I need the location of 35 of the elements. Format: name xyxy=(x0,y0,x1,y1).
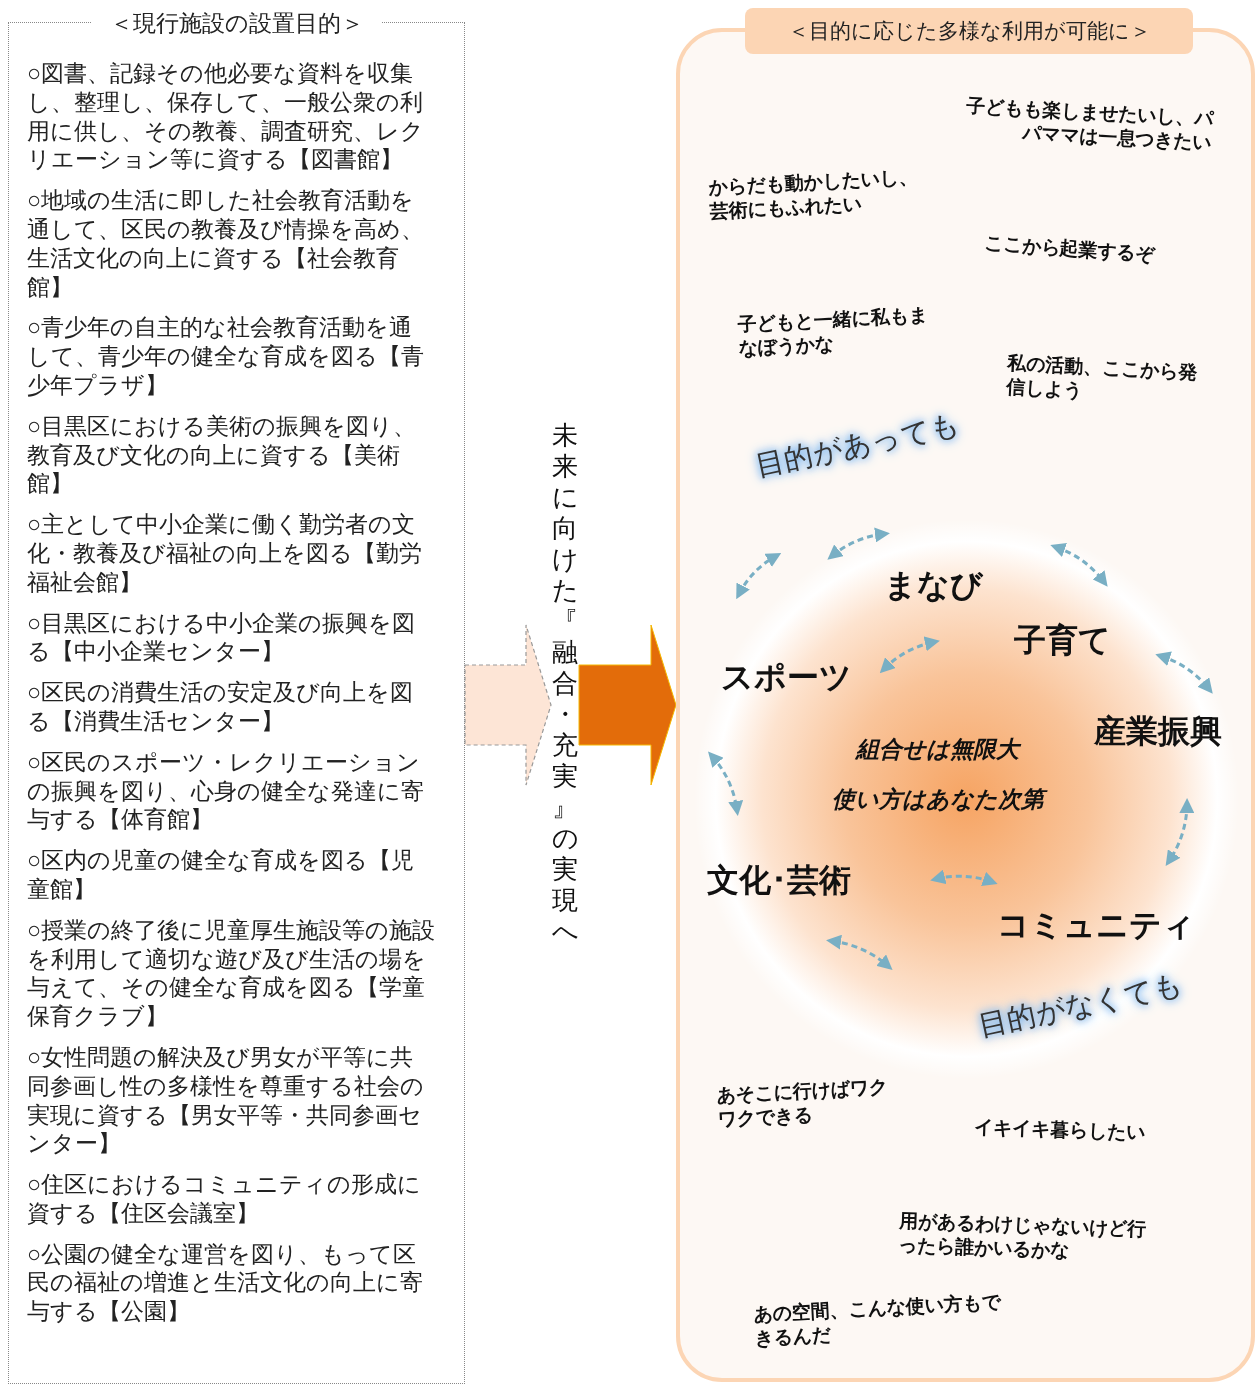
category-word: コミュニティ xyxy=(997,905,1195,946)
block-arrow xyxy=(578,624,677,786)
purpose-paragraph: ○住区におけるコミュニティの形成に資する【住区会議室】 xyxy=(27,1170,423,1228)
purpose-paragraph: ○授業の終了後に児童厚生施設等の施設を利用して適切な遊び及び生活の場を与えて、その健全な育成を図る【学童保育クラブ】 xyxy=(27,915,436,1031)
purpose-paragraph: ○区民の消費生活の安定及び向上を図る【消費生活センター】 xyxy=(27,678,415,736)
purpose-paragraph: ○主として中小企業に働く勤労者の文化・教養及び福祉の向上を図る【勤労福祉会館】 xyxy=(27,510,423,597)
speech-text: あそこに行けばワクワクできる xyxy=(716,1074,889,1131)
speech-text: 子どもも楽しませたいし、パパママは一息つきたい xyxy=(964,92,1214,154)
category-word: 文化･芸術 xyxy=(707,860,851,901)
panel-heading: ＜現行施設の設置目的＞ xyxy=(91,11,382,36)
purpose-paragraph: ○公園の健全な運営を図り、もって区民の福祉の増進と生活文化の向上に寄与する【公園】 xyxy=(27,1239,424,1327)
purpose-paragraph: ○区内の児童の健全な育成を図る【児童館】 xyxy=(27,846,416,904)
speech-text: からだも動かしたいし、芸術にもふれたい xyxy=(708,164,919,223)
category-word: 産業振興 xyxy=(1094,711,1222,752)
purpose-paragraph: ○図書、記録その他必要な資料を収集し、整理し、保存して、一般公衆の利用に供し、その教養、調査研究、レクリエーション等に資する【図書館】 xyxy=(27,59,425,175)
purpose-paragraph: ○地域の生活に即した社会教育活動を通して、区民の教養及び情操を高め、生活文化の向上に資する【社会教育館】 xyxy=(27,186,425,302)
speech-text: イキイキ暮らしたい xyxy=(974,1114,1146,1144)
glow-text: 目的がなくても xyxy=(975,965,1187,1046)
purpose-paragraph: ○区民のスポーツ・レクリエーションの振興を図り、心身の健全な発達に寄与する【体育館】 xyxy=(27,747,425,835)
purpose-paragraph: ○青少年の自主的な社会教育活動を通して、青少年の健全な育成を図る【青少年プラザ】 xyxy=(27,313,425,400)
category-word: 子育て xyxy=(1014,620,1111,661)
speech-text: ここから起業するぞ xyxy=(983,230,1156,266)
purpose-paragraph: ○目黒区における美術の振興を図り、教育及び文化の向上に資する【美術館】 xyxy=(27,411,418,499)
purpose-paragraph: ○目黒区における中小企業の振興を図る【中小企業センター】 xyxy=(27,608,417,667)
speech-text: 子どもと一緒に私もまなぼうかな xyxy=(737,302,929,360)
speech-text: 私の活動、ここから発信しよう xyxy=(1005,350,1199,403)
glow-text: 目的があっても xyxy=(752,405,964,486)
block-arrow xyxy=(464,624,552,786)
vertical-text: 未来に向けた『融合・充実』の実現へ xyxy=(551,420,579,952)
speech-text: 用があるわけじゃないけど行ったら誰かいるかな xyxy=(898,1208,1148,1263)
category-word: まなび xyxy=(884,565,983,606)
purpose-paragraph: ○女性問題の解決及び男女が平等に共同参画し性の多様性を尊重する社会の実現に資する【男女平等・共同参画センター】 xyxy=(27,1042,425,1159)
speech-text: あの空間、こんな使い方もできるんだ xyxy=(753,1289,1002,1350)
category-word: スポーツ xyxy=(721,657,852,698)
panel-heading: ＜目的に応じた多様な利用が可能に＞ xyxy=(745,8,1193,54)
